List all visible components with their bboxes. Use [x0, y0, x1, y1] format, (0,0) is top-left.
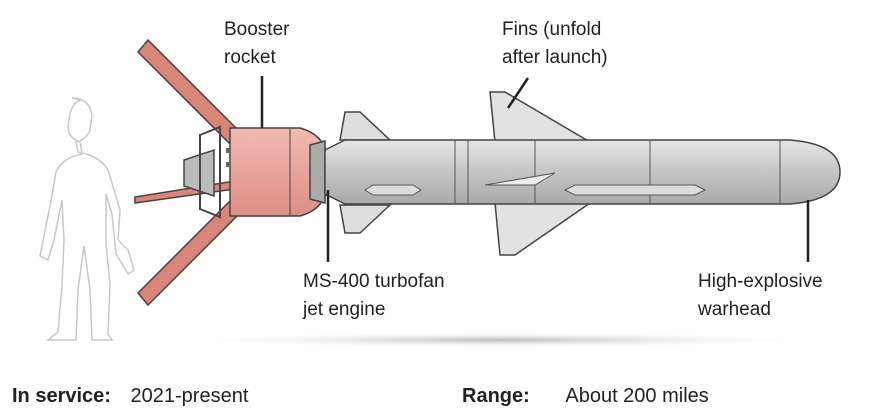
wing-bottom: [494, 202, 593, 256]
ground-shadow: [160, 332, 840, 348]
soldier-silhouette: [39, 97, 135, 341]
missile-body: [324, 139, 841, 205]
wing-top: [489, 91, 593, 143]
spec-in-service: In service: 2021-present: [12, 385, 249, 407]
spec-range: Range: About 200 miles: [462, 385, 709, 407]
